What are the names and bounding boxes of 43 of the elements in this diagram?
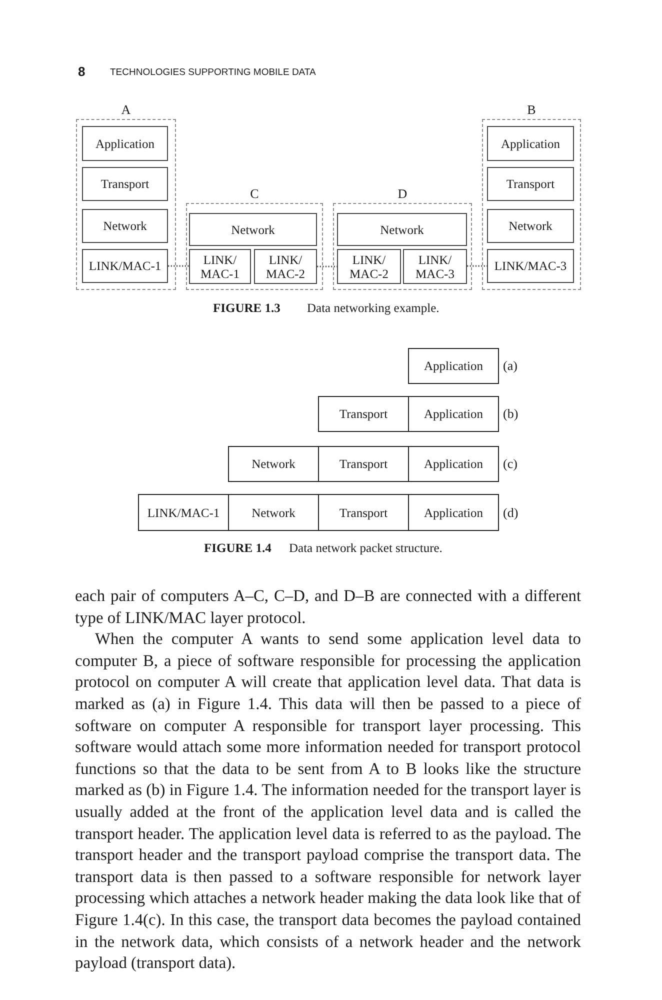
computer-label: A — [121, 103, 131, 117]
protocol-layer: LINK/ MAC-1 — [189, 249, 251, 284]
protocol-layer: Application — [487, 126, 574, 161]
protocol-layer: LINK/MAC-1 — [82, 249, 168, 283]
protocol-layer: Transport — [487, 167, 574, 201]
packet-segment: Network — [228, 446, 319, 482]
dotted-connector — [168, 265, 189, 267]
running-header: TECHNOLOGIES SUPPORTING MOBILE DATA — [110, 67, 316, 79]
protocol-layer: Network — [487, 209, 574, 243]
dotted-connector — [317, 266, 337, 268]
body-paragraph: When the computer A wants to send some application level data to computer B, a piece of software responsible for processing the application protocol on computer A will create that application level data. That data is marked as (a) in Figure 1.4. This data will then be passed to a piece of software on computer A responsible for transport layer processing. This software would attach some more information needed for transport protocol functions so that the data to be sent from A to B looks like the structure marked as (b) in Figure 1.4. The information needed for the transport layer is usually added at the front of the application level data and is called the transport header. The application level data is referred to as the payload. The transport header and the transport payload comprise the transport data. The transport data is then passed to a software responsible for network layer processing which attaches a network header making the data look like that of Figure 1.4(c). In this case, the transport data becomes the payload contained in the network data, which consists of a network header and the network payload (transport data). — [75, 628, 581, 974]
protocol-layer: LINK/MAC-3 — [487, 249, 574, 283]
computer-label: C — [250, 187, 259, 201]
packet-segment: Application — [408, 348, 499, 384]
protocol-layer: Network — [82, 209, 168, 243]
dotted-connector — [467, 265, 487, 267]
protocol-layer: LINK/ MAC-2 — [337, 249, 401, 284]
computer-label: D — [398, 187, 408, 201]
protocol-layer: LINK/ MAC-3 — [403, 249, 467, 284]
figure-number: FIGURE 1.4 — [204, 541, 272, 556]
packet-segment: Network — [228, 494, 319, 531]
computer-label: B — [527, 103, 536, 117]
packet-segment: Application — [408, 396, 499, 432]
protocol-layer: Application — [82, 126, 168, 161]
packet-segment: Transport — [318, 494, 409, 531]
packet-segment: Transport — [318, 396, 409, 432]
row-label: (b) — [503, 406, 518, 422]
packet-segment: LINK/MAC-1 — [138, 494, 229, 531]
figure-number: FIGURE 1.3 — [213, 301, 280, 316]
row-label: (a) — [503, 358, 518, 374]
page-number: 8 — [78, 64, 86, 80]
protocol-layer: Network — [337, 213, 467, 246]
protocol-layer: Network — [189, 213, 317, 246]
protocol-layer: LINK/ MAC-2 — [254, 249, 317, 284]
packet-segment: Application — [408, 494, 499, 531]
figure-caption: Data networking example. — [307, 301, 440, 316]
protocol-layer: Transport — [82, 167, 168, 201]
packet-segment: Transport — [318, 446, 409, 482]
figure-caption: Data network packet structure. — [289, 541, 442, 556]
row-label: (d) — [503, 504, 518, 520]
body-paragraph: each pair of computers A–C, C–D, and D–B are connected with a different type of LINK/MAC layer protocol. — [75, 585, 581, 628]
packet-segment: Application — [408, 446, 499, 482]
row-label: (c) — [503, 456, 518, 472]
